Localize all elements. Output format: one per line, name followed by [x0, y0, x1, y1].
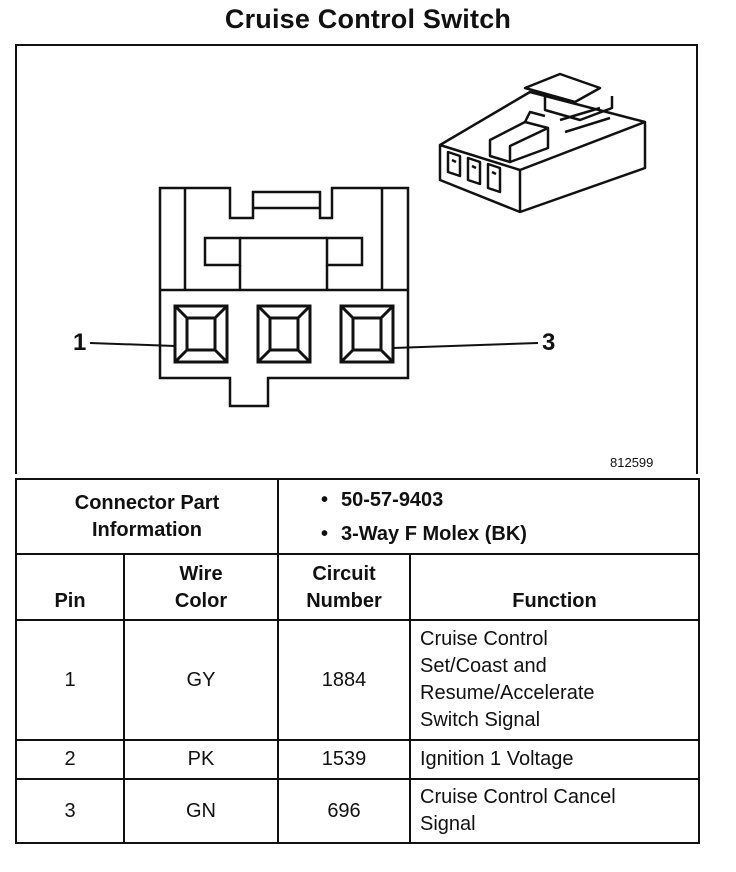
pin-cavity-3	[339, 304, 395, 364]
function-cell: Cruise Control Set/Coast and Resume/Acce…	[409, 619, 700, 741]
header-function: Function	[409, 553, 700, 621]
connector-isometric-view	[438, 72, 647, 214]
circuit-cell: 1539	[277, 739, 411, 780]
diagram-title: Cruise Control Switch	[224, 4, 512, 34]
wire-color-cell: GN	[123, 778, 279, 844]
table-row: 3 GN 696 Cruise Control Cancel Signal	[15, 778, 700, 844]
function-cell: Cruise Control Cancel Signal	[409, 778, 700, 844]
connector-info-label: Connector Part Information	[15, 478, 279, 555]
connector-info-bullets: •50-57-9403 •3-Way F Molex (BK)	[277, 478, 700, 555]
header-circuit-number: Circuit Number	[277, 553, 411, 621]
connector-table: Connector Part Information •50-57-9403 •…	[15, 478, 700, 844]
pin-cavity-2	[256, 304, 312, 364]
figure-id: 812599	[610, 455, 654, 470]
circuit-cell: 696	[277, 778, 411, 844]
pin-cavity-1	[173, 304, 229, 364]
pin-leader-lines	[89, 342, 539, 349]
pin-cell: 2	[15, 739, 125, 780]
wire-color-cell: PK	[123, 739, 279, 780]
pin-cell: 3	[15, 778, 125, 844]
function-cell: Ignition 1 Voltage	[409, 739, 700, 780]
wire-color-cell: GY	[123, 619, 279, 741]
connector-drawing	[89, 72, 647, 408]
connector-info-label-line2: Information	[92, 518, 202, 541]
table-row: 1 GY 1884 Cruise Control Set/Coast and R…	[15, 619, 700, 741]
connector-face	[158, 186, 410, 408]
table-row: 2 PK 1539 Ignition 1 Voltage	[15, 739, 700, 780]
connector-info-row: Connector Part Information •50-57-9403 •…	[15, 478, 700, 555]
connector-info-label-line1: Connector Part	[74, 491, 220, 514]
column-header-row: Pin Wire Color Circuit Number Function	[15, 553, 700, 621]
header-pin: Pin	[15, 553, 125, 621]
header-wire-color: Wire Color	[123, 553, 279, 621]
pin-label-1: 1	[73, 329, 87, 356]
part-number-bullet: •50-57-9403	[321, 488, 444, 511]
pin-cell: 1	[15, 619, 125, 741]
connector-type-bullet: •3-Way F Molex (BK)	[321, 522, 527, 545]
connector-diagram-frame	[15, 44, 698, 474]
circuit-cell: 1884	[277, 619, 411, 741]
pin-label-3: 3	[542, 329, 556, 356]
